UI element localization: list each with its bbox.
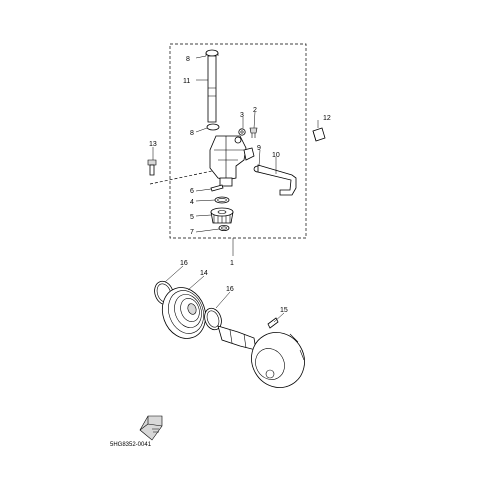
hose-clip-lower — [206, 123, 220, 131]
callout-7: 7 — [190, 229, 194, 236]
cap — [312, 127, 326, 142]
callout-5: 5 — [190, 214, 194, 221]
washer — [238, 128, 246, 136]
callout-16-right: 16 — [226, 286, 234, 293]
callout-6: 6 — [190, 188, 194, 195]
assembly-boundary — [169, 43, 307, 239]
callout-2: 2 — [253, 107, 257, 114]
circlip-right — [204, 307, 222, 331]
callouts: 8 11 8 3 2 9 10 12 13 6 4 5 7 1 16 14 16… — [149, 56, 331, 314]
bolt — [147, 159, 157, 176]
oil-delivery-hose — [207, 55, 217, 123]
callout-1: 1 — [230, 260, 234, 267]
hose-clip-top — [205, 49, 219, 57]
callout-8-lower: 8 — [190, 130, 194, 137]
crankshaft — [217, 325, 305, 388]
bolt-link-line — [149, 170, 213, 185]
fwd-arrow-icon — [139, 415, 163, 441]
drawing-code: 5HG8352-0041 — [110, 442, 152, 448]
callout-9: 9 — [257, 145, 261, 152]
callout-15: 15 — [280, 307, 288, 314]
pin — [210, 184, 224, 192]
callout-4: 4 — [190, 199, 194, 206]
callout-8-top: 8 — [186, 56, 190, 63]
oil-pump-body — [209, 135, 255, 187]
screw — [249, 127, 258, 138]
o-ring — [214, 196, 230, 204]
circlip — [218, 224, 230, 231]
callout-11: 11 — [183, 78, 190, 85]
pulley — [161, 287, 207, 339]
callout-10: 10 — [272, 152, 280, 159]
callout-3: 3 — [240, 112, 244, 119]
callout-13: 13 — [149, 141, 157, 148]
oil-pipe — [257, 164, 297, 196]
callout-12: 12 — [323, 115, 331, 122]
leader-lines — [152, 55, 319, 323]
callout-14: 14 — [200, 270, 208, 277]
pump-drive-gear — [210, 207, 234, 224]
callout-16-left: 16 — [180, 260, 188, 267]
